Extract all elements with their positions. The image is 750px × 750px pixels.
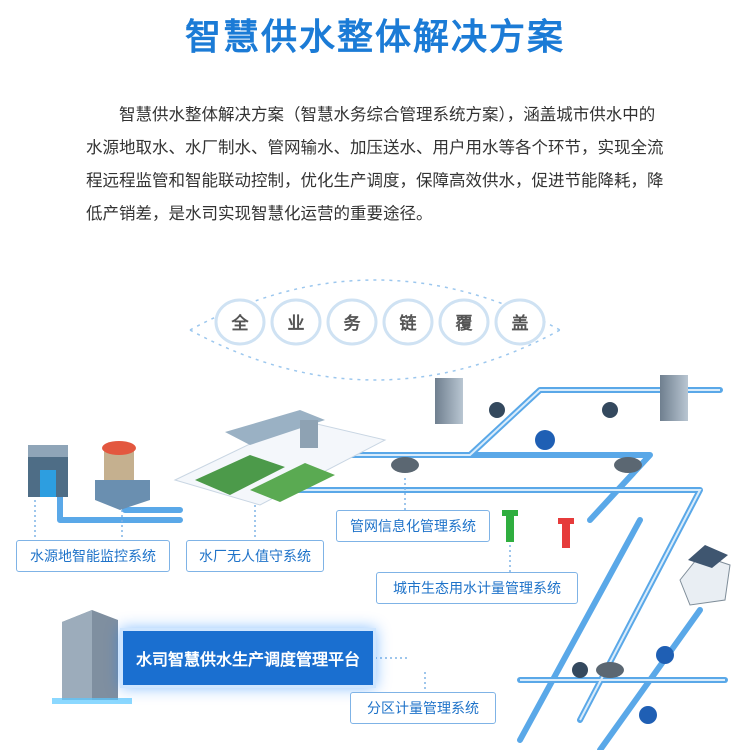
label-water-source-monitoring: 水源地智能监控系统	[16, 540, 170, 572]
water-meters	[489, 402, 618, 678]
coverage-arc-lower	[189, 329, 561, 381]
coverage-chip: 盖	[494, 298, 546, 346]
water-plant	[173, 410, 387, 506]
label-district-metering: 分区计量管理系统	[350, 692, 496, 724]
pipe-segment	[467, 452, 653, 523]
coverage-chip: 覆	[438, 298, 490, 346]
coverage-chip-label: 全	[231, 313, 250, 334]
office-building-left	[435, 378, 463, 424]
coverage-chip-label: 覆	[456, 314, 474, 334]
coverage-chip-label: 务	[344, 313, 362, 334]
coverage-arc	[189, 279, 561, 331]
connector-lines	[34, 478, 511, 692]
pipe-highlight	[250, 389, 725, 721]
label-dispatch-management-platform: 水司智慧供水生产调度管理平台	[120, 628, 376, 688]
coverage-chip-label: 链	[400, 313, 418, 334]
page-title: 智慧供水整体解决方案	[184, 17, 565, 58]
coverage-chip-label: 盖	[512, 313, 529, 334]
flow-meters	[535, 430, 674, 724]
hydrants	[502, 510, 574, 548]
coverage-chip: 链	[382, 298, 434, 346]
label-pipe-network-management: 管网信息化管理系统	[336, 510, 490, 542]
pipe-segment	[517, 517, 643, 743]
water-source-building	[28, 445, 68, 497]
label-water-plant-unattended: 水厂无人值守系统	[186, 540, 324, 572]
coverage-chip: 务	[326, 298, 378, 346]
intro-paragraph: 智慧供水整体解决方案（智慧水务综合管理系统方案），涵盖城市供水中的水源地取水、水…	[86, 105, 664, 223]
residential-building	[679, 545, 731, 606]
label-city-eco-water-metering: 城市生态用水计量管理系统	[376, 572, 578, 604]
coverage-chip: 业	[270, 298, 322, 346]
office-building-right	[660, 375, 688, 421]
pressure-nodes	[391, 457, 642, 678]
coverage-chip-label: 业	[288, 314, 305, 334]
water-tank-building	[95, 441, 150, 510]
dispatch-center-building	[52, 610, 132, 704]
coverage-chip: 全	[214, 298, 266, 346]
